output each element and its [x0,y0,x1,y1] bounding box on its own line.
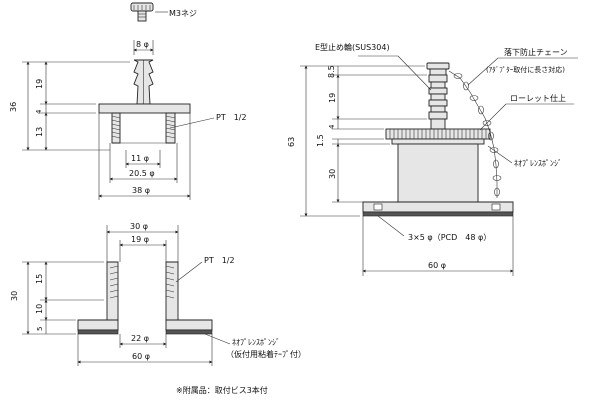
dim-11-phi: 11 φ [131,154,149,163]
dim-22-phi: 22 φ [131,334,149,343]
dim-20-5-phi: 20.5 φ [129,169,155,178]
chain-note: (ｱﾀﾞﾌﾟﾀｰ取付に長さ対応) [486,65,565,74]
dim-19-left: 19 [35,79,44,89]
dim-8-phi: 8 φ [136,40,149,49]
chain-label: 落下防止チェーン [504,47,568,57]
chain-icon [448,70,502,198]
bottom-left-adapter: 30 φ 19 φ 30 15 10 5 PT 1/2 [10,222,306,395]
dim-15: 15 [35,274,44,284]
m3-screw-label: M3ネジ [169,9,197,18]
dim-36: 36 [9,102,18,112]
dim-38-phi: 38 φ [132,186,150,195]
dim-30-left: 30 [10,291,19,301]
holes-note: 3×5 φ（PCD 48 φ） [408,233,491,242]
dim-60-phi-right: 60 φ [428,261,446,270]
gasket-label-right: ﾈｵﾌﾟﾚﾝｽﾎﾟﾝｼﾞ [514,159,562,168]
dim-19-right: 19 [328,93,337,103]
dim-1-5: 1.5 [316,134,325,147]
tape-note: （仮付用粘着ﾃｰﾌﾟ付） [226,349,306,359]
dim-4-left: 4 [35,109,43,114]
dim-60-phi-bottom: 60 φ [132,352,150,361]
pt-label-bottom: PT 1/2 [204,256,235,265]
dim-4-right: 4 [328,124,336,129]
dim-13: 13 [35,127,44,137]
right-assembly: E型止め輪(SUS304) 落下防止チェーン (ｱﾀﾞﾌﾟﾀｰ取付に長さ対応) … [287,42,578,276]
dim-63: 63 [287,137,296,147]
dim-5: 5 [36,327,44,331]
top-left-fitting: M3ネジ 8 φ 36 19 4 13 PT 1/2 [9,2,247,200]
e-ring-label: E型止め輪(SUS304) [315,42,390,52]
dim-10: 10 [35,304,44,314]
gasket-label-bottom: ﾈｵﾌﾟﾚﾝｽﾎﾟﾝｼﾞ [232,338,280,347]
dim-30-right: 30 [328,169,337,179]
knurl-label: ローレット仕上 [510,93,566,103]
dim-19-phi: 19 φ [131,235,149,244]
accessory-note: ※附属品：取付ビス3本付 [176,385,268,395]
dim-8-5: 8.5 [327,65,336,78]
dim-30-phi: 30 φ [130,222,148,231]
m3-screw-icon [130,2,154,22]
pt-label-top: PT 1/2 [216,113,247,122]
